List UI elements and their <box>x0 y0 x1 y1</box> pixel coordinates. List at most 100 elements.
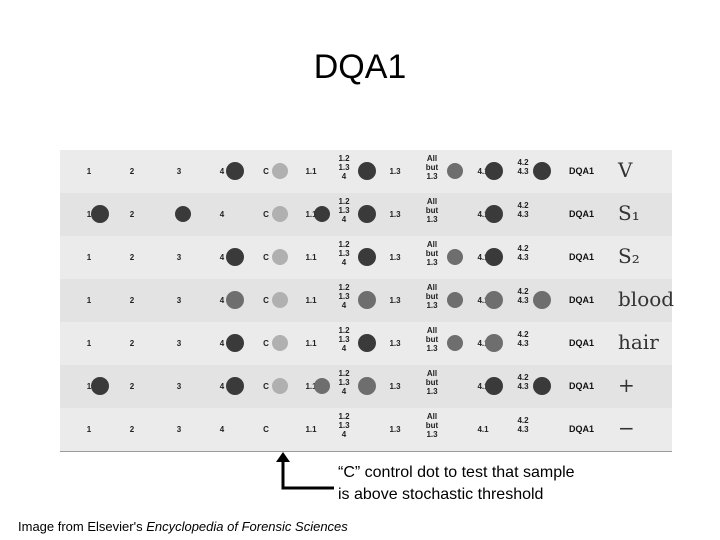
credit-source: Encyclopedia of Forensic Sciences <box>146 519 348 534</box>
dot-l41 <box>485 334 503 352</box>
probe-label: 4.2 <box>517 244 529 253</box>
probe-label: 1.2 <box>338 412 350 421</box>
probe-label: C <box>263 253 269 262</box>
probe-label: 1.3 <box>426 172 438 181</box>
probe-label: 4.1 <box>477 425 489 434</box>
dot-l11 <box>314 378 330 394</box>
probe-label: 4 <box>219 296 225 305</box>
dot-l12 <box>358 334 376 352</box>
probe-label: 1 <box>86 382 92 391</box>
probe-label: but <box>425 292 439 301</box>
probe-label: 1 <box>86 253 92 262</box>
probe-label: 1.2 <box>338 154 350 163</box>
probe-label: 3 <box>176 425 182 434</box>
probe-label: 4.3 <box>517 167 529 176</box>
probe-label: 1.2 <box>338 240 350 249</box>
dot-l42 <box>533 291 551 309</box>
probe-label: 1.3 <box>338 249 350 258</box>
annotation-line-1: “C” control dot to test that sample <box>338 464 575 481</box>
probe-label: 4 <box>219 253 225 262</box>
probe-label: 1.1 <box>305 382 317 391</box>
probe-label: 1.3 <box>338 335 350 344</box>
probe-label: 4 <box>341 172 347 181</box>
dot-l11 <box>314 206 330 222</box>
handwritten-note: + <box>618 373 635 397</box>
locus-label: DQA1 <box>569 166 595 176</box>
probe-label: 4.2 <box>517 416 529 425</box>
probe-label: C <box>263 382 269 391</box>
probe-label: 2 <box>129 296 135 305</box>
dot-l41 <box>485 248 503 266</box>
probe-label: 1.1 <box>305 425 317 434</box>
dot-l41 <box>485 162 503 180</box>
dot-l3 <box>175 206 191 222</box>
handwritten-note: V <box>618 158 633 182</box>
probe-label: 4.3 <box>517 210 529 219</box>
probe-label: 1.3 <box>338 163 350 172</box>
probe-label: but <box>425 378 439 387</box>
dot-l4 <box>226 334 244 352</box>
probe-label: 4.2 <box>517 287 529 296</box>
probe-label: 4.1 <box>477 339 489 348</box>
probe-label: 4 <box>219 167 225 176</box>
probe-label: C <box>263 296 269 305</box>
probe-label: 1.3 <box>389 382 401 391</box>
probe-label: 1.1 <box>305 296 317 305</box>
probe-label: 1.3 <box>389 425 401 434</box>
handwritten-note: − <box>618 416 635 440</box>
probe-label: 2 <box>129 382 135 391</box>
probe-label: 3 <box>176 253 182 262</box>
probe-label: 4 <box>341 344 347 353</box>
handwritten-note: hair <box>618 330 659 354</box>
probe-label: 4 <box>219 210 225 219</box>
probe-label: 4.1 <box>477 382 489 391</box>
credit-prefix: Image from Elsevier's <box>18 519 147 534</box>
dot-c <box>272 206 288 222</box>
probe-label: 3 <box>176 339 182 348</box>
dot-c <box>272 292 288 308</box>
locus-label: DQA1 <box>569 381 595 391</box>
probe-label: C <box>263 339 269 348</box>
probe-label: 4.3 <box>517 339 529 348</box>
probe-label: 4.2 <box>517 201 529 210</box>
dot-l13 <box>358 377 376 395</box>
dot-l12 <box>358 162 376 180</box>
probe-label: 1.3 <box>338 421 350 430</box>
dot-l1 <box>91 205 109 223</box>
probe-label: All <box>426 197 438 206</box>
probe-label: 1.1 <box>305 167 317 176</box>
dot-l41 <box>485 291 503 309</box>
locus-label: DQA1 <box>569 295 595 305</box>
dot-l4 <box>226 162 244 180</box>
probe-label: 2 <box>129 210 135 219</box>
probe-label: 1.2 <box>338 197 350 206</box>
probe-label: All <box>426 326 438 335</box>
dot-c <box>272 378 288 394</box>
annotation-text: “C” control dot to test that sample is a… <box>338 462 575 506</box>
probe-label: C <box>263 210 269 219</box>
probe-label: 4 <box>219 339 225 348</box>
locus-label: DQA1 <box>569 252 595 262</box>
probe-label: 3 <box>176 296 182 305</box>
probe-label: 4.3 <box>517 296 529 305</box>
probe-label: 1.2 <box>338 326 350 335</box>
dot-c <box>272 249 288 265</box>
probe-label: 1.3 <box>338 378 350 387</box>
probe-label: 1.3 <box>389 210 401 219</box>
locus-label: DQA1 <box>569 209 595 219</box>
dot-all <box>447 249 463 265</box>
dot-all <box>447 292 463 308</box>
probe-label: 1.3 <box>426 258 438 267</box>
probe-label: 4 <box>219 382 225 391</box>
probe-label: 1 <box>86 210 92 219</box>
probe-label: 3 <box>176 382 182 391</box>
probe-label: 1.3 <box>338 206 350 215</box>
dot-c <box>272 163 288 179</box>
probe-label: All <box>426 240 438 249</box>
probe-label: All <box>426 154 438 163</box>
locus-label: DQA1 <box>569 424 595 434</box>
probe-label: 1.3 <box>426 301 438 310</box>
